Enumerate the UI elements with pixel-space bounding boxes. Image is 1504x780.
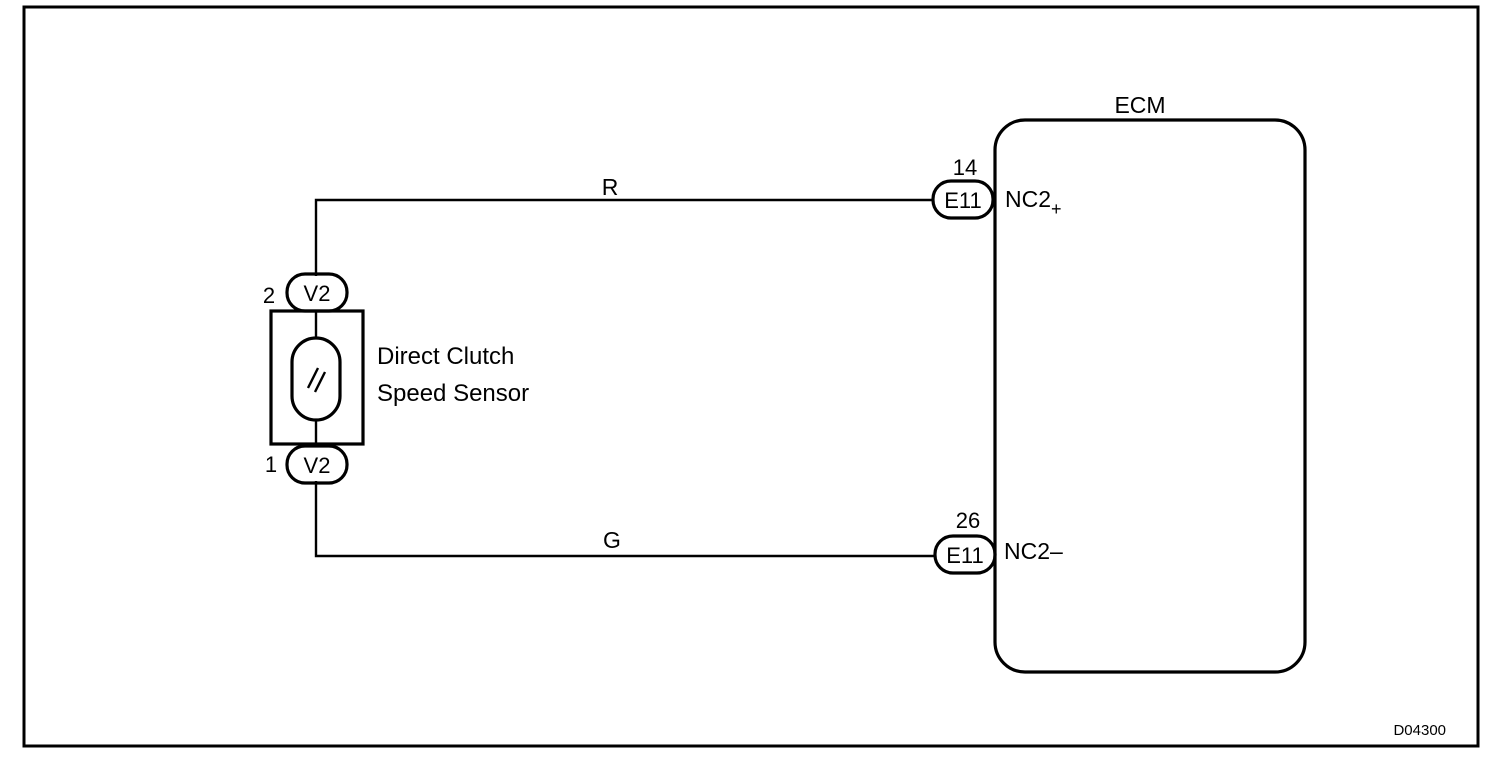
sensor-slash-2 (313, 371, 327, 393)
wire-g-label: G (603, 527, 621, 553)
ecm-label: ECM (1114, 92, 1165, 118)
sensor-connector-bottom-code: V2 (304, 453, 331, 478)
ecm-connector-bottom-pin: 26 (956, 508, 980, 533)
ecm-terminal-nc2-minus: NC2– (1004, 538, 1063, 564)
sensor-label-line1: Direct Clutch (377, 343, 514, 370)
sensor-connector-top-pin: 2 (263, 283, 275, 308)
sensor-connector-top (285, 272, 349, 313)
wire-g (314, 481, 935, 558)
ecm-connector-top (931, 179, 995, 220)
sensor-connector-bottom (285, 444, 349, 485)
wire-r (314, 198, 933, 276)
ecm-connector-top-pin: 14 (953, 155, 977, 180)
ecm-connector-bottom (933, 534, 997, 575)
ecm-box (993, 118, 1307, 674)
sensor-coil-icon (290, 336, 342, 422)
diagram-frame (22, 5, 1480, 748)
sensor-slash-1 (306, 367, 320, 389)
ecm-connector-bottom-code: E11 (946, 543, 984, 568)
sensor-connector-bottom-pin: 1 (265, 452, 277, 477)
sensor-label-line2: Speed Sensor (377, 380, 529, 407)
wire-r-label: R (602, 174, 619, 200)
sensor-connector-top-code: V2 (304, 281, 331, 306)
figure-id: D04300 (1393, 722, 1446, 739)
ecm-connector-top-code: E11 (944, 188, 982, 213)
ecm-terminal-nc2-plus: NC2+ (1005, 186, 1062, 219)
